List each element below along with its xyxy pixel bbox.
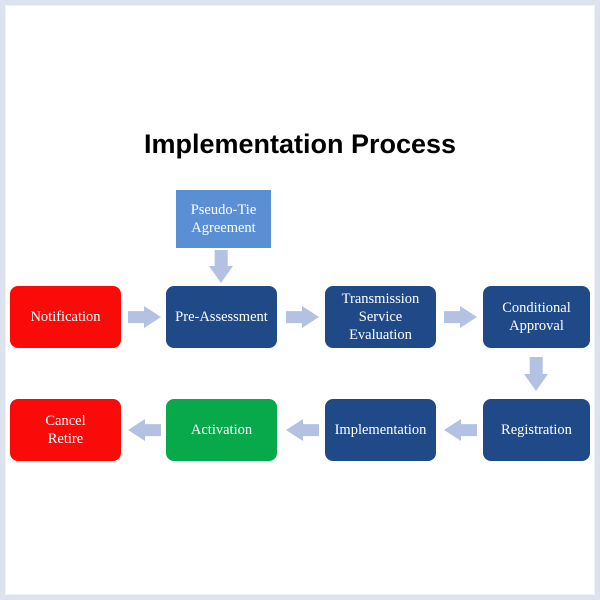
node-label: Registration [501,421,572,439]
arrow-implementation-to-activation [286,416,319,444]
node-label-line: Evaluation [349,327,412,344]
node-label-line: Notification [30,308,101,325]
arrow-shaft [128,311,145,323]
arrow-shaft [444,311,461,323]
arrow-head-icon [128,419,145,441]
arrow-shaft [144,424,161,436]
arrow-shaft [460,424,477,436]
node-label: Implementation [335,421,427,439]
arrow-head-icon [209,266,233,283]
flowchart-node-registration[interactable]: Registration [483,399,590,461]
node-label-line: Retire [47,431,84,447]
flowchart-node-activation[interactable]: Activation [166,399,277,461]
node-label-line: Conditional [502,299,571,316]
arrow-pseudo-tie-to-pre-assessment [206,250,236,283]
arrow-pre-assessment-to-transmission [286,303,319,331]
node-label-line: Pseudo-Tie [190,201,257,218]
arrow-head-icon [524,374,548,391]
arrow-registration-to-implementation [444,416,477,444]
arrow-head-icon [144,306,161,328]
arrow-shaft [529,357,543,374]
node-label-line: Registration [501,421,572,438]
arrow-shaft [286,311,303,323]
node-label-line: Pre-Assessment [175,308,268,325]
arrow-shaft [302,424,319,436]
node-label: Pre-Assessment [175,308,268,326]
node-label-line: Implementation [334,421,427,438]
node-label-line: Agreement [191,220,256,236]
node-label-line: Service [358,308,403,325]
arrow-head-icon [302,306,319,328]
node-label-line: Cancel [45,412,86,429]
arrow-head-icon [286,419,303,441]
arrow-head-icon [460,306,477,328]
node-label-line: Approval [509,318,564,334]
arrow-activation-to-cancel-retire [128,416,161,444]
node-label-line: Transmission [341,290,420,307]
arrow-shaft [214,250,228,267]
node-label: Notification [30,308,100,326]
arrow-notification-to-pre-assessment [128,303,161,331]
page-title: Implementation Process [143,129,457,159]
arrow-head-icon [444,419,461,441]
node-label: Activation [191,421,252,439]
flowchart-node-notification[interactable]: Notification [10,286,121,348]
node-label-line: Activation [190,421,253,438]
flowchart-node-implementation[interactable]: Implementation [325,399,436,461]
flowchart-node-pre-assessment[interactable]: Pre-Assessment [166,286,277,348]
arrow-conditional-approval-to-registration [521,357,551,391]
arrow-transmission-to-conditional-approval [444,303,477,331]
